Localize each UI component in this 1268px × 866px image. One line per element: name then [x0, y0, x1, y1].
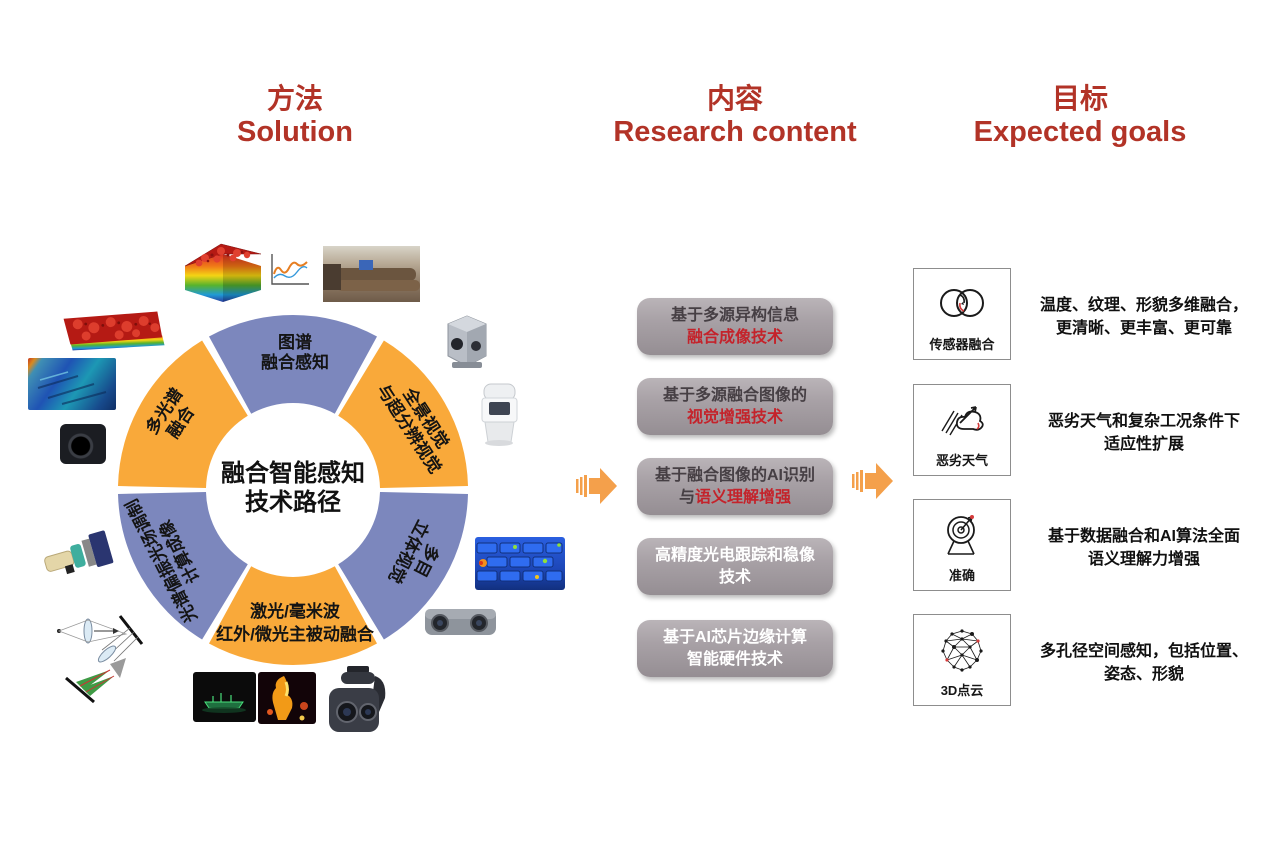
header-solution-en: Solution — [237, 116, 353, 148]
header-research-zh: 内容 — [706, 83, 763, 114]
goal-description: 多孔径空间感知，包括位置、 姿态、形貌 — [1039, 643, 1248, 683]
goal-icon-box: 准确 — [913, 499, 1011, 591]
photo-thermal-blocks — [475, 537, 565, 590]
research-box-line1: 基于多源异构信息 — [670, 306, 799, 324]
photo-white-vision-sensor — [477, 382, 522, 446]
goal-icon-box: 3D点云 — [913, 614, 1011, 706]
donut-segment-5 — [118, 340, 248, 488]
research-box-ai-recognition: 基于融合图像的AI识别 与语义理解增强 — [637, 458, 833, 515]
research-box-line1: 基于融合图像的AI识别 — [654, 466, 815, 484]
donut-segment-0 — [209, 315, 377, 414]
arrow-content-to-goals-icon — [852, 458, 894, 504]
donut-rings — [118, 315, 468, 665]
header-solution: 方法 Solution — [175, 82, 415, 150]
goal-icon-label: 准确 — [948, 568, 975, 583]
header-goals-zh: 目标 — [1051, 83, 1108, 114]
photo-panoramic-camera-rig — [438, 312, 496, 372]
photo-stereo-camera — [424, 604, 497, 640]
donut-segment-4 — [118, 492, 248, 640]
research-box-vision-enhancement: 基于多源融合图像的 视觉增强技术 — [637, 378, 833, 435]
photo-night-vision-ship — [193, 672, 256, 722]
arrow-solution-to-content-icon — [576, 463, 618, 509]
donut-segment-1 — [338, 340, 468, 488]
donut-center-line2: 技术路径 — [245, 489, 341, 516]
donut-center-line1: 融合智能感知 — [221, 460, 365, 487]
photo-strawberry-spectral — [63, 311, 165, 351]
accuracy-target-icon — [947, 515, 975, 555]
bad-weather-icon — [941, 406, 984, 436]
photo-pipeline-thermal — [323, 246, 420, 302]
goal-icon-label: 3D点云 — [940, 683, 984, 698]
donut-segment-3 — [209, 566, 377, 665]
segment-label-laser: 激光/毫米波 红外/微光主被动融合 — [216, 602, 374, 644]
photo-spectral-curve-chart — [264, 249, 312, 292]
header-goals-en: Expected goals — [973, 116, 1187, 148]
solution-donut-chart: 融合智能感知 技术路径 图谱 融合感知 全景视觉 与超分辨视觉 多目 立体视觉 … — [115, 312, 471, 668]
research-box-fusion-imaging: 基于多源异构信息 融合成像技术 — [637, 298, 833, 355]
point-cloud-icon — [941, 629, 983, 672]
header-expected-goals: 目标 Expected goals — [935, 82, 1225, 150]
photo-thermal-infrared-people — [258, 672, 316, 724]
segment-label-tupu: 图谱 融合感知 — [261, 333, 329, 372]
donut-segment-2 — [338, 492, 468, 640]
goal-icon-box: 传感器融合 — [913, 268, 1011, 360]
photo-optical-lens-assembly — [42, 524, 116, 584]
goal-description: 温度、纹理、形貌多维融合， 更清晰、更丰富、更可靠 — [1039, 297, 1248, 337]
header-research-content: 内容 Research content — [560, 82, 910, 150]
goal-icon-box: 恶劣天气 — [913, 384, 1011, 476]
header-research-en: Research content — [613, 116, 857, 148]
research-box-line1: 高精度光电跟踪和稳像 — [654, 546, 815, 564]
donut-center-title: 融合智能感知 技术路径 — [221, 459, 365, 517]
research-box-tracking-stabilization: 高精度光电跟踪和稳像 技术 — [637, 538, 833, 595]
header-solution-zh: 方法 — [266, 83, 323, 114]
sensor-fusion-icon — [940, 289, 984, 317]
photo-thermal-scene-blue — [28, 358, 116, 410]
photo-gimbal-camera — [323, 666, 393, 741]
research-box-edge-computing: 基于AI芯片边缘计算 智能硬件技术 — [637, 620, 833, 677]
goal-icon-label: 传感器融合 — [929, 337, 995, 352]
photo-hyperspectral-cube — [181, 240, 265, 304]
photo-infrared-camera — [60, 424, 106, 464]
goal-icon-label: 恶劣天气 — [935, 453, 988, 468]
photo-computational-optics-diagram — [50, 608, 162, 708]
goal-description: 基于数据融合和AI算法全面 语义理解力增强 — [1047, 528, 1240, 568]
research-box-line1: 基于多源融合图像的 — [662, 386, 807, 404]
research-box-line1: 基于AI芯片边缘计算 — [662, 628, 807, 646]
goal-description: 恶劣天气和复杂工况条件下 适应性扩展 — [1047, 413, 1240, 453]
